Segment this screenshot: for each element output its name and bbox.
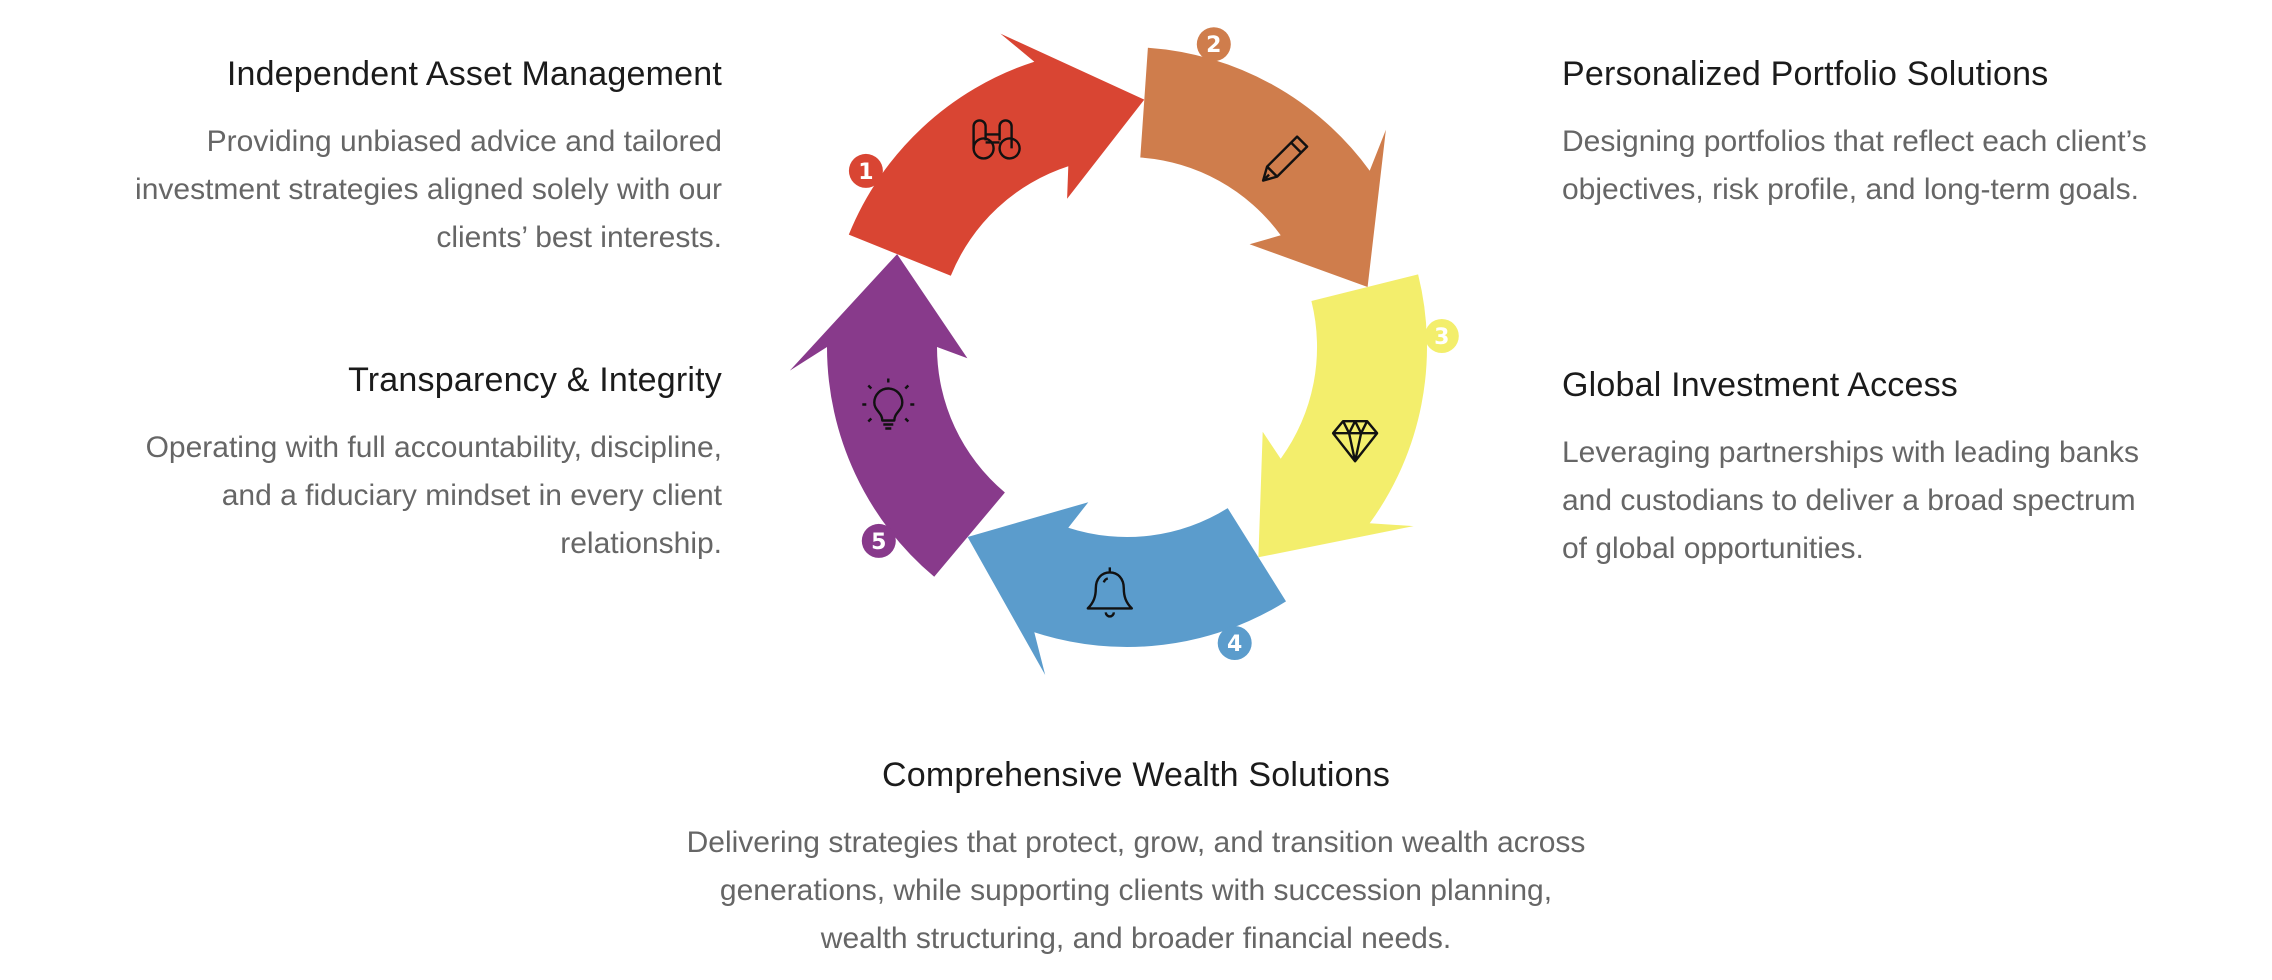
cycle-arrow-3: 3: [1258, 274, 1459, 558]
bell-icon: [1086, 567, 1134, 618]
step-number-badge: 3: [1424, 319, 1459, 353]
body-line: objectives, risk profile, and long-term …: [1562, 173, 2139, 206]
body-line: relationship.: [560, 527, 722, 560]
step-body: Leveraging partnerships with leading ban…: [1562, 429, 2139, 573]
step-1-description: Independent Asset Management Providing u…: [135, 52, 722, 262]
step-heading: Transparency & Integrity: [348, 361, 722, 399]
body-line: Delivering strategies that protect, grow…: [686, 826, 1586, 859]
step-number-badge: 5: [861, 523, 896, 558]
body-line: Leveraging partnerships with leading ban…: [1562, 436, 2140, 469]
arrow-shape: [1258, 274, 1428, 558]
cycle-arrow-2: 2: [1140, 27, 1386, 288]
body-line: investment strategies aligned solely wit…: [135, 173, 722, 206]
body-line: and custodians to deliver a broad spectr…: [1562, 484, 2136, 517]
step-number: 3: [1434, 325, 1449, 350]
step-body: Designing portfolios that reflect each c…: [1562, 118, 2147, 214]
step-heading: Global Investment Access: [1562, 366, 1958, 404]
body-line: Designing portfolios that reflect each c…: [1562, 125, 2147, 158]
step-number: 2: [1206, 33, 1221, 58]
body-line: wealth structuring, and broader financia…: [820, 922, 1452, 955]
step-heading: Comprehensive Wealth Solutions: [881, 756, 1391, 794]
cycle-arrow-4: 4: [967, 502, 1286, 675]
cycle-arrow-5: 5: [789, 254, 1005, 577]
arrow-shape: [789, 254, 1005, 577]
step-number: 1: [858, 160, 873, 185]
body-line: generations, while supporting clients wi…: [719, 874, 1553, 907]
body-line: of global opportunities.: [1562, 532, 1864, 565]
step-body: Operating with full accountability, disc…: [146, 424, 722, 568]
step-heading: Personalized Portfolio Solutions: [1562, 55, 2049, 93]
step-number-badge: 2: [1196, 27, 1231, 62]
arrow-shape: [1140, 47, 1386, 288]
step-body: Providing unbiased advice and tailored i…: [135, 118, 722, 262]
pencil-icon: [1261, 135, 1309, 182]
body-line: Providing unbiased advice and tailored: [206, 125, 722, 158]
binoculars-icon: [972, 119, 1021, 160]
cycle-arrow-1: 1: [848, 33, 1145, 276]
step-5-description: Transparency & Integrity Operating with …: [146, 358, 722, 568]
diamond-icon: [1331, 420, 1379, 463]
step-body: Delivering strategies that protect, grow…: [536, 819, 1736, 963]
step-number: 4: [1227, 632, 1242, 657]
step-number: 5: [871, 530, 886, 555]
arrow-shape: [848, 33, 1145, 276]
step-3-description: Global Investment Access Leveraging part…: [1562, 363, 2139, 573]
lightbulb-icon: [862, 378, 915, 430]
body-line: Operating with full accountability, disc…: [145, 431, 722, 464]
step-heading: Independent Asset Management: [226, 55, 722, 93]
step-4-description: Comprehensive Wealth Solutions Deliverin…: [536, 753, 1736, 963]
arrow-shape: [967, 502, 1286, 675]
step-number-badge: 1: [848, 153, 883, 188]
step-number-badge: 4: [1217, 626, 1252, 660]
body-line: and a fiduciary mindset in every client: [221, 479, 722, 512]
step-2-description: Personalized Portfolio Solutions Designi…: [1562, 52, 2147, 214]
body-line: clients’ best interests.: [436, 221, 722, 254]
